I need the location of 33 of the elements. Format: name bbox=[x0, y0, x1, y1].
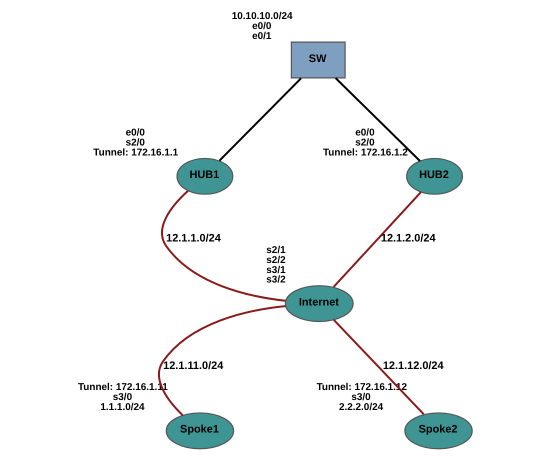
node-ellipse: Spoke1 bbox=[166, 412, 234, 450]
connector bbox=[218, 78, 302, 162]
connector bbox=[333, 319, 425, 416]
node-label: 2.2.2.0/24 bbox=[338, 402, 384, 413]
node-ellipse: HUB1 bbox=[176, 158, 234, 195]
node-label: 1.1.1.0/24 bbox=[100, 402, 145, 413]
node-label: s2/0 bbox=[126, 137, 145, 148]
node-label: s2/1 bbox=[266, 244, 286, 256]
node-label: e0/0 bbox=[252, 21, 272, 32]
node-label: Tunnel: 172.16.1.2 bbox=[322, 147, 408, 158]
edge-label: 12.1.2.0/24 bbox=[380, 232, 436, 245]
edge-label: 12.1.12.0/24 bbox=[382, 360, 444, 372]
node-label: e0/0 bbox=[355, 128, 375, 139]
node-ellipse: Internet bbox=[284, 285, 354, 322]
node-label: e0/1 bbox=[252, 31, 272, 42]
node-label: e0/0 bbox=[126, 128, 145, 139]
node-ellipse: Spoke2 bbox=[404, 412, 473, 450]
node-label: s2/2 bbox=[266, 254, 286, 266]
node-label: Tunnel: 172.16.1.1 bbox=[93, 147, 178, 158]
edge-label: 12.1.1.0/24 bbox=[166, 232, 221, 245]
node-label: s2/0 bbox=[355, 137, 375, 148]
connector bbox=[158, 305, 286, 416]
node-box: SW bbox=[290, 42, 346, 78]
node-label: s3/0 bbox=[112, 392, 132, 404]
connector bbox=[332, 192, 422, 288]
edge-label: 12.1.11.0/24 bbox=[163, 360, 224, 372]
node-label: s3/0 bbox=[351, 392, 371, 404]
connector bbox=[334, 77, 421, 162]
node-label: 10.10.10.0/24 bbox=[232, 11, 293, 22]
node-label: s3/1 bbox=[266, 264, 286, 276]
node-label: s3/2 bbox=[266, 274, 286, 286]
node-ellipse: HUB2 bbox=[406, 158, 464, 195]
connector bbox=[161, 190, 286, 302]
